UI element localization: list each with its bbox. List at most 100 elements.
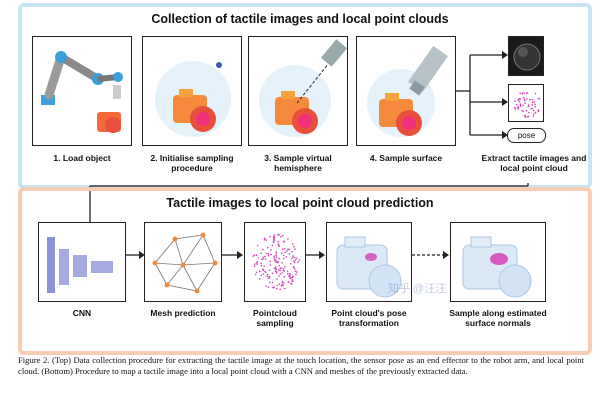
point	[264, 237, 266, 240]
point	[291, 276, 294, 279]
point	[534, 92, 537, 95]
point	[272, 241, 275, 243]
point	[282, 269, 285, 272]
point	[278, 275, 280, 277]
point	[293, 245, 295, 248]
point	[517, 99, 519, 102]
point	[281, 272, 283, 274]
point	[268, 277, 270, 279]
point	[287, 248, 289, 251]
mesh-label: Mesh prediction	[150, 308, 216, 318]
sample-surface-image	[356, 36, 456, 146]
point	[275, 270, 278, 273]
local-point-cloud-output	[508, 84, 544, 122]
point	[292, 280, 294, 282]
surface-normals-image	[450, 222, 546, 302]
point	[271, 272, 274, 275]
point	[514, 107, 517, 110]
point	[280, 236, 282, 238]
pointcloud-points	[252, 233, 301, 291]
point	[281, 252, 283, 254]
point	[262, 258, 264, 260]
point	[287, 272, 289, 275]
point	[519, 92, 521, 94]
point	[255, 254, 258, 256]
point	[276, 278, 278, 280]
point	[534, 103, 536, 106]
point	[297, 261, 299, 263]
point	[277, 233, 279, 236]
point	[282, 254, 285, 257]
point	[513, 106, 516, 109]
point	[263, 238, 266, 241]
point	[298, 259, 301, 261]
point	[296, 257, 298, 260]
point	[283, 257, 285, 260]
sampling-sphere-illustration	[155, 61, 231, 137]
point	[524, 116, 527, 119]
surface-normals-illustration	[462, 236, 532, 298]
point	[291, 251, 293, 253]
pose-output: pose	[507, 128, 546, 143]
init-sampling-image	[142, 36, 242, 146]
point	[292, 266, 295, 268]
point	[295, 273, 297, 276]
point	[273, 286, 275, 288]
point	[256, 244, 259, 247]
pointcloud-image	[244, 222, 306, 302]
point	[280, 284, 283, 287]
point	[281, 280, 284, 283]
point	[293, 260, 295, 263]
point	[273, 234, 276, 236]
point	[532, 115, 535, 117]
point	[524, 100, 526, 102]
transformed-object-illustration	[336, 236, 402, 298]
point	[279, 267, 281, 270]
point	[278, 283, 281, 285]
point	[286, 270, 289, 272]
point	[253, 265, 256, 267]
point	[277, 243, 280, 245]
point	[282, 268, 285, 270]
point	[294, 259, 296, 261]
point	[263, 265, 265, 268]
point	[252, 255, 254, 257]
load-object-image	[32, 36, 132, 146]
point	[267, 253, 270, 255]
point	[290, 283, 293, 285]
point	[527, 115, 530, 118]
point	[273, 267, 276, 270]
point	[266, 273, 269, 276]
point	[253, 254, 256, 256]
point	[278, 257, 281, 260]
point	[281, 282, 284, 284]
point	[255, 262, 258, 264]
point	[284, 287, 286, 290]
point	[532, 109, 535, 112]
cnn-image	[38, 222, 126, 302]
point	[280, 267, 283, 269]
point	[275, 287, 278, 290]
virtual-hemisphere-image	[248, 36, 348, 146]
point	[260, 274, 263, 277]
pose-transformation-label: Point cloud's pose transformation	[331, 308, 407, 329]
point	[517, 108, 519, 110]
point	[265, 239, 268, 241]
point	[291, 279, 293, 281]
local-point-cloud-points	[513, 92, 541, 119]
point	[521, 109, 523, 112]
point	[254, 273, 257, 276]
point	[290, 257, 293, 260]
point	[262, 256, 265, 259]
point	[258, 278, 261, 280]
point	[288, 253, 291, 255]
point	[292, 255, 295, 257]
point	[265, 271, 267, 274]
point	[275, 252, 277, 255]
point	[292, 275, 294, 278]
extract-label: Extract tactile images and local point c…	[481, 153, 587, 174]
point	[270, 253, 272, 256]
step-1-label: 1. Load object	[53, 153, 111, 163]
point	[269, 264, 272, 266]
